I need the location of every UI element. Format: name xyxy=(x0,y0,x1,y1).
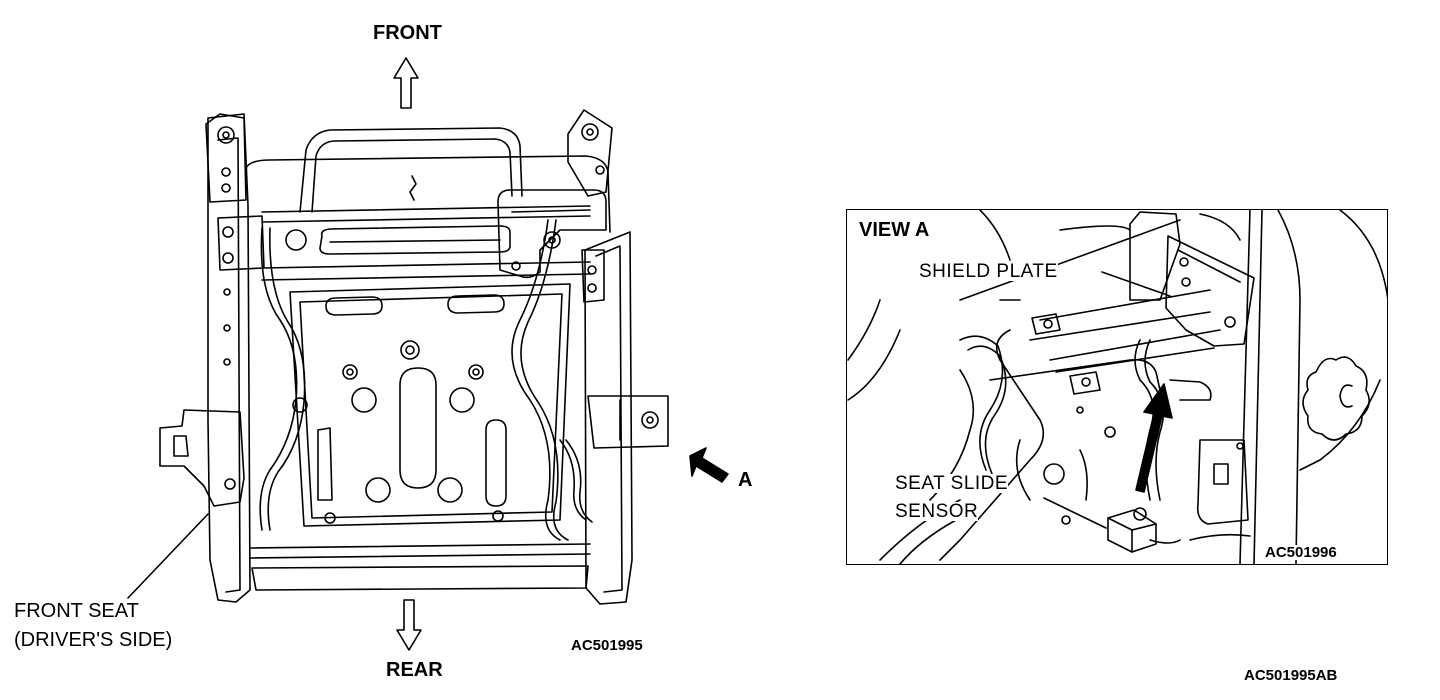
view-a-detail-drawing xyxy=(847,210,1387,564)
view-a-arrow-icon xyxy=(689,447,729,483)
view-a-title: VIEW A xyxy=(859,220,934,240)
main-figure-code: AC501995 xyxy=(571,637,643,654)
sensor-direction-arrow-icon xyxy=(1135,383,1173,493)
view-a-figure-code: AC501996 xyxy=(1265,544,1337,561)
rear-arrow-icon xyxy=(396,599,422,651)
page-figure-code: AC501995AB xyxy=(1244,667,1338,684)
front-label: FRONT xyxy=(373,22,442,44)
rear-label: REAR xyxy=(386,659,443,681)
seat-frame xyxy=(159,109,669,605)
seat-callout-leader xyxy=(127,513,209,599)
shield-plate-label: SHIELD PLATE xyxy=(919,261,1058,282)
seat-callout-line2: (DRIVER'S SIDE) xyxy=(14,629,173,651)
front-arrow-icon xyxy=(393,57,419,109)
seat-callout-line1: FRONT SEAT xyxy=(14,600,139,622)
sensor-label-line2: SENSOR xyxy=(895,501,979,522)
sensor-label-line1: SEAT SLIDE xyxy=(895,473,1009,494)
arrow-a-label: A xyxy=(738,469,753,491)
view-a-panel xyxy=(846,209,1388,565)
